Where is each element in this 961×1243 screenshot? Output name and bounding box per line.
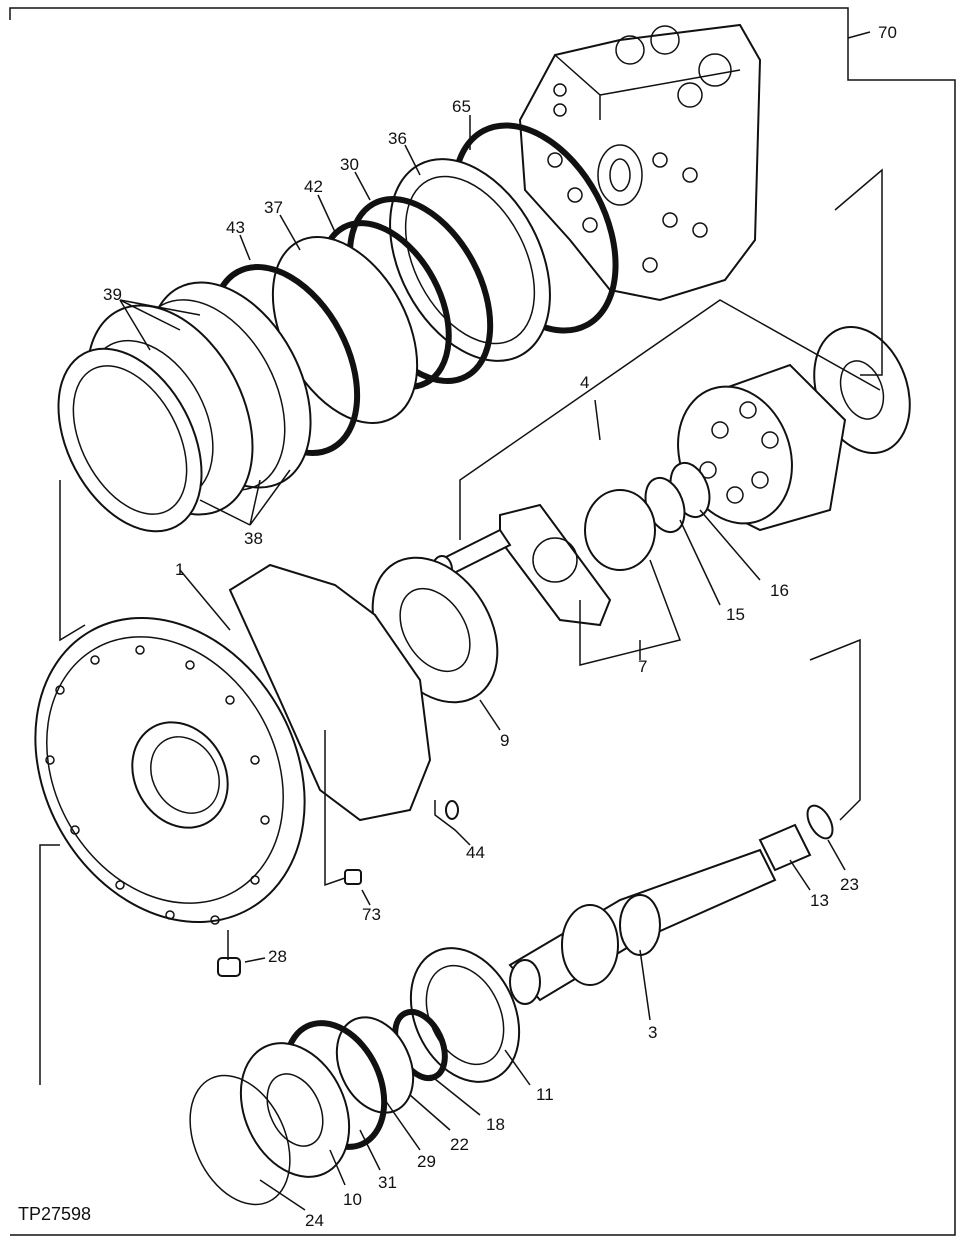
callout-44: 44: [466, 843, 485, 862]
leader-lines: [39, 31, 883, 1211]
callout-13: 13: [810, 891, 829, 910]
callout-3: 3: [648, 1023, 657, 1042]
callout-15: 15: [726, 605, 745, 624]
callout-23: 23: [840, 875, 859, 894]
callout-28: 28: [268, 947, 287, 966]
cylinder-block-group: [431, 326, 911, 627]
callout-18: 18: [486, 1115, 505, 1134]
callout-29: 29: [417, 1152, 436, 1171]
callout-1: 1: [175, 560, 184, 579]
callout-70: 70: [878, 23, 897, 42]
callout-39: 39: [103, 285, 122, 304]
callout-22: 22: [450, 1135, 469, 1154]
callout-11: 11: [536, 1085, 554, 1104]
callout-73: 73: [362, 905, 381, 924]
callout-7: 7: [638, 657, 647, 676]
callout-43: 43: [226, 218, 245, 237]
callout-36: 36: [388, 129, 407, 148]
callout-38: 38: [244, 529, 263, 548]
seal-ring-stack: [57, 122, 619, 533]
motor-housing: [34, 563, 432, 925]
callout-labels: 70 65 36 30 42 37 43 39 38 4 16 15 7 1 9…: [103, 23, 897, 1230]
callout-10: 10: [343, 1190, 362, 1209]
callout-31: 31: [378, 1173, 397, 1192]
callout-4: 4: [580, 373, 589, 392]
small-fittings: [217, 800, 834, 977]
callout-16: 16: [770, 581, 789, 600]
drawing-reference: TP27598: [18, 1204, 91, 1224]
callout-24: 24: [305, 1211, 324, 1230]
front-seal-stack: [189, 1008, 448, 1206]
callout-42: 42: [304, 177, 323, 196]
output-shaft: [508, 848, 777, 1005]
callout-37: 37: [264, 198, 283, 217]
callout-65: 65: [452, 97, 471, 116]
callout-9: 9: [500, 731, 509, 750]
frame-lines: [9, 7, 956, 1236]
callout-30: 30: [340, 155, 359, 174]
valve-head-assembly: [518, 23, 762, 302]
